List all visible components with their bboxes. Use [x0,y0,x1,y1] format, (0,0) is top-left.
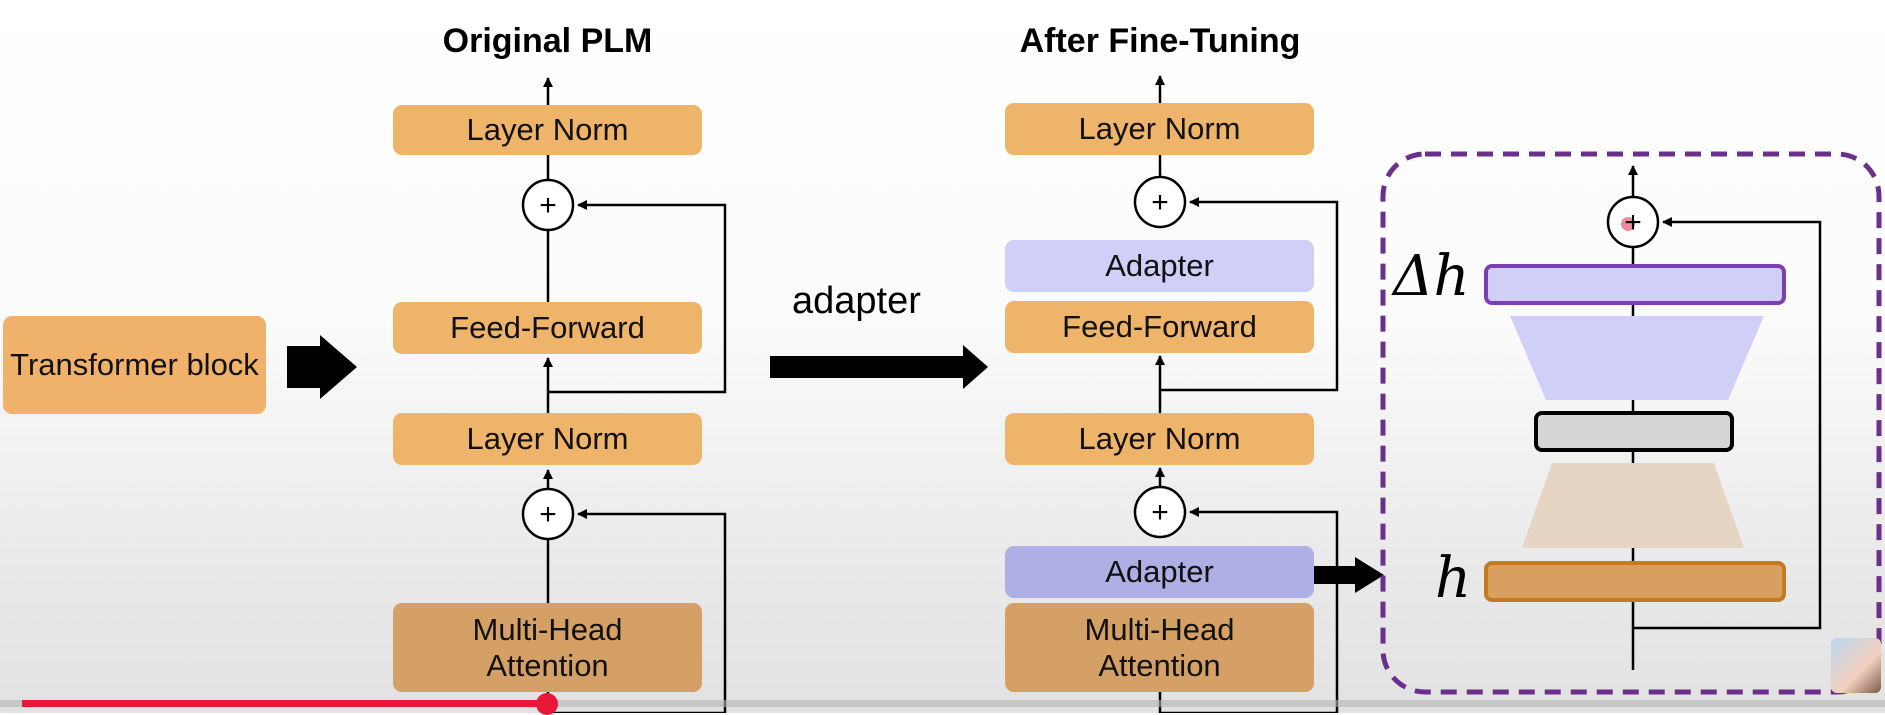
delta-h-label: Δh [1393,244,1470,309]
up-projection-trapezoid [1510,316,1764,400]
original-layer-norm-bottom: Layer Norm [393,413,702,465]
title-original-plm: Original PLM [442,22,653,60]
delta-h-box [1484,264,1786,305]
finetuned-adapter-bottom: Adapter [1005,546,1314,598]
finetuned-adapter-top: Adapter [1005,240,1314,292]
finetuned-layer-norm-bottom: Layer Norm [1005,413,1314,465]
original-multi-head-attention: Multi-Head Attention [393,603,702,692]
plus-node-original-bottom: + [521,487,575,541]
plus-node-original-top: + [521,178,575,232]
svg-text:+: + [1151,186,1169,219]
svg-text:+: + [539,189,557,222]
plus-node-finetuned-bottom: + [1133,485,1187,539]
block-arrow-adapter [770,345,988,389]
plus-node-finetuned-top: + [1133,175,1187,229]
svg-text:+: + [1624,206,1642,239]
original-feed-forward: Feed-Forward [393,302,702,354]
presenter-avatar [1831,638,1881,693]
svg-text:+: + [1151,496,1169,529]
block-arrow-detail [1311,557,1384,593]
plus-node-detail: + [1606,195,1660,249]
finetuned-feed-forward: Feed-Forward [1005,301,1314,353]
svg-text:+: + [539,498,557,531]
adapter-detail-frame [1380,151,1882,695]
down-projection-trapezoid [1522,463,1744,548]
h-label: h [1435,546,1472,611]
finetuned-layer-norm-top: Layer Norm [1005,103,1314,155]
video-progress-track[interactable] [0,700,1885,707]
video-progress-fill [22,700,547,707]
video-progress-handle[interactable] [536,693,558,715]
h-input-box [1484,561,1786,602]
finetuned-multi-head-attention: Multi-Head Attention [1005,603,1314,692]
adapter-arrow-label: adapter [792,280,921,322]
title-after-finetuning: After Fine-Tuning [1019,22,1301,60]
bottleneck-box [1534,411,1734,452]
transformer-block: Transformer block [3,316,266,414]
original-layer-norm-top: Layer Norm [393,105,702,155]
block-arrow-transformer [287,335,357,399]
